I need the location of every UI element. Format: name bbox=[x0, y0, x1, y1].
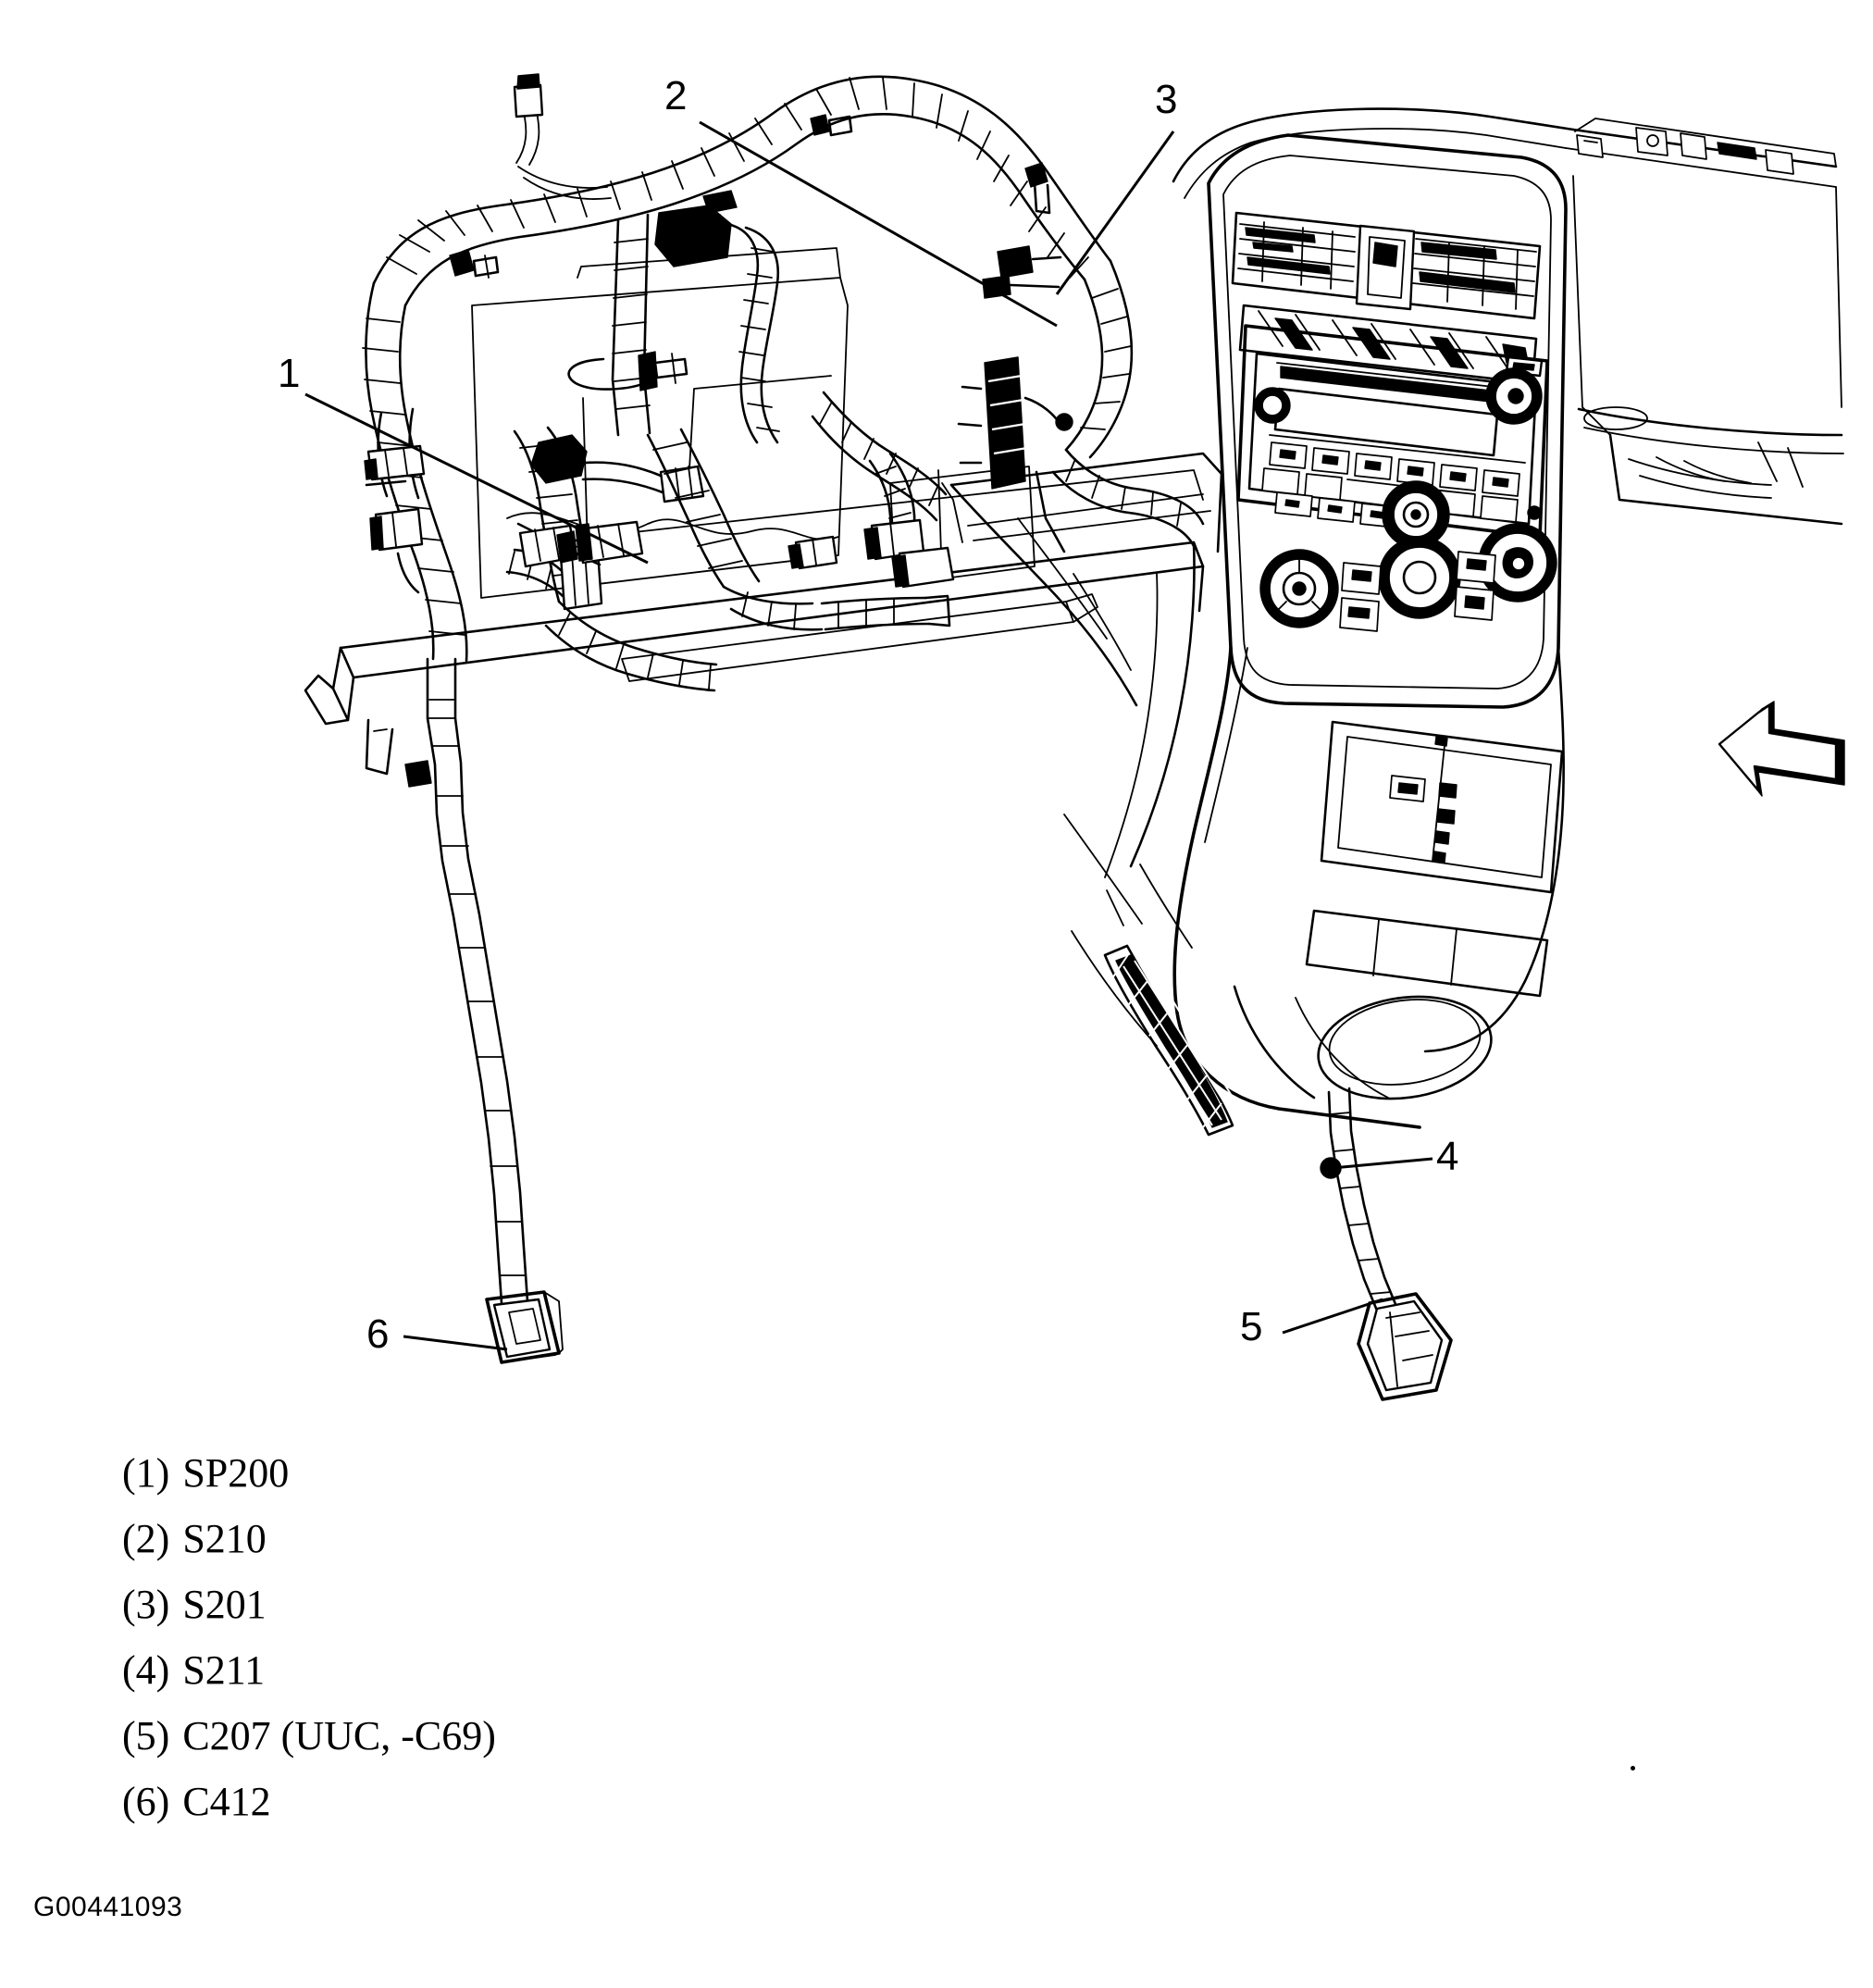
callout-3: 3 bbox=[1155, 77, 1178, 122]
legend-item: (3) S201 bbox=[122, 1572, 955, 1637]
callout-5: 5 bbox=[1240, 1304, 1263, 1349]
legend-label: C207 (UUC, -C69) bbox=[182, 1713, 496, 1758]
legend-index: (1) bbox=[122, 1450, 170, 1496]
center-air-vents bbox=[1231, 211, 1542, 320]
hvac-control-panel bbox=[1259, 523, 1557, 632]
instrument-panel-carrier bbox=[304, 452, 1223, 726]
harness-drop-to-c412 bbox=[404, 657, 529, 1305]
callout-6: 6 bbox=[366, 1311, 390, 1357]
harness-splice-cluster bbox=[957, 356, 1064, 490]
harness-mid-bundles bbox=[811, 391, 955, 589]
carrier-left-post bbox=[365, 718, 394, 776]
connector-c412 bbox=[485, 1290, 564, 1364]
legend-index: (4) bbox=[122, 1647, 170, 1693]
callout-1: 1 bbox=[278, 351, 301, 396]
legend-index: (6) bbox=[122, 1779, 170, 1824]
callout-2: 2 bbox=[664, 73, 688, 118]
harness-to-lower-ip bbox=[544, 600, 718, 692]
legend-label: S201 bbox=[182, 1582, 267, 1627]
forward-arrow-icon bbox=[1718, 701, 1845, 797]
legend-index: (2) bbox=[122, 1516, 170, 1561]
harness-relay-block bbox=[654, 190, 780, 444]
harness-lower-fan bbox=[646, 428, 951, 631]
legend: (1) SP200 (2) S210 (3) S201 (4) S211 (5) C207… bbox=[122, 1440, 955, 1834]
center-console-lower bbox=[1063, 646, 1565, 1137]
wiring-harness-illustration bbox=[304, 73, 1845, 1401]
legend-index: (3) bbox=[122, 1582, 170, 1627]
harness-sp200-connector-row bbox=[516, 520, 644, 568]
figure-id: G00441093 bbox=[33, 1892, 183, 1922]
legend-item: (2) S210 bbox=[122, 1506, 955, 1572]
harness-pigtail-connector bbox=[513, 73, 612, 200]
console-speaker-grille bbox=[1103, 944, 1237, 1137]
legend-label: S210 bbox=[182, 1516, 267, 1561]
illustration-svg bbox=[304, 73, 1845, 1401]
radio-head-unit bbox=[1236, 324, 1549, 549]
dashboard-right-shell bbox=[1172, 107, 1844, 526]
legend-label: SP200 bbox=[182, 1450, 290, 1496]
legend-item: (5) C207 (UUC, -C69) bbox=[122, 1703, 955, 1769]
legend-item: (1) SP200 bbox=[122, 1440, 955, 1506]
legend-item: (6) C412 bbox=[122, 1769, 955, 1834]
dash-center-lower-face bbox=[949, 470, 1196, 878]
harness-to-c207 bbox=[1320, 1087, 1453, 1401]
harness-splice-pack-sp200 bbox=[505, 426, 705, 611]
legend-index: (5) bbox=[122, 1713, 170, 1758]
callout-4: 4 bbox=[1436, 1134, 1459, 1179]
legend-label: S211 bbox=[182, 1647, 266, 1693]
print-speck bbox=[1631, 1766, 1635, 1771]
legend-item: (4) S211 bbox=[122, 1637, 955, 1703]
legend-label: C412 bbox=[182, 1779, 271, 1824]
